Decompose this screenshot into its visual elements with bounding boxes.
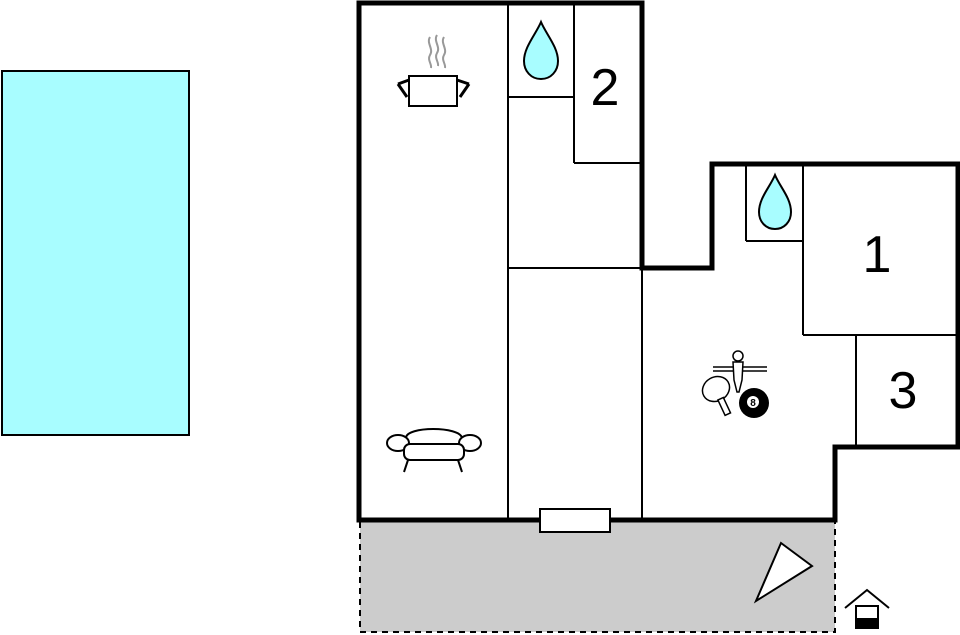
room-label-1: 1	[863, 226, 892, 284]
ping-pong-paddle-icon	[701, 375, 732, 417]
room-label-2: 2	[591, 59, 620, 117]
water-drop-icon	[522, 19, 560, 81]
interior-walls	[507, 3, 958, 520]
sail-shade-icon	[753, 541, 814, 604]
room-label-3: 3	[889, 362, 918, 420]
house-entrance-icon	[844, 588, 890, 629]
cooking-pot-icon	[396, 34, 471, 107]
eight-ball-icon: 8	[739, 388, 769, 418]
armchair-icon	[386, 428, 482, 473]
terrace-door	[539, 508, 611, 533]
water-drop-icon	[757, 172, 793, 231]
terrace	[359, 519, 836, 633]
table-football-icon	[713, 350, 767, 393]
swimming-pool	[1, 70, 190, 436]
eight-ball-number: 8	[750, 398, 756, 409]
